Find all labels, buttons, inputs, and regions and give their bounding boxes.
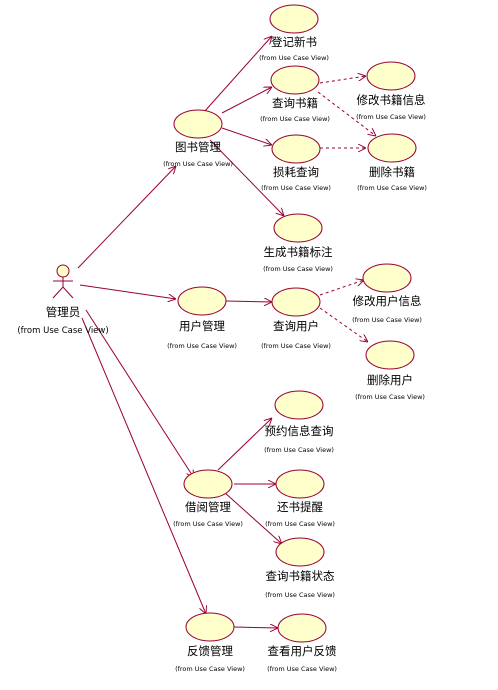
usecase-source: (from Use Case View) (175, 665, 245, 673)
usecase-source: (from Use Case View) (357, 184, 427, 192)
usecase-source: (from Use Case View) (261, 184, 331, 192)
usecase-ellipse (275, 537, 325, 567)
usecase-label: 预约信息查询 (265, 424, 334, 438)
assoc-borrow-status (223, 491, 282, 544)
usecase-feedback-mgmt[interactable]: 反馈管理 (from Use Case View) (175, 612, 245, 673)
usecase-source: (from Use Case View) (260, 115, 330, 123)
usecase-source: (from Use Case View) (259, 54, 329, 62)
usecase-modify-book[interactable]: 修改书籍信息 (from Use Case View) (356, 61, 426, 121)
usecase-source: (from Use Case View) (265, 591, 335, 599)
usecase-label: 修改书籍信息 (357, 93, 426, 107)
usecase-gen-label[interactable]: 生成书籍标注 (from Use Case View) (263, 213, 333, 273)
usecase-source: (from Use Case View) (163, 160, 233, 168)
actor-name: 管理员 (46, 305, 81, 319)
usecase-view-feedback[interactable]: 查看用户反馈 (from Use Case View) (267, 613, 337, 673)
usecase-label: 借阅管理 (185, 500, 231, 514)
assoc-feedback-view (233, 627, 278, 628)
actor-source: (from Use Case View) (17, 326, 108, 336)
usecase-register-book[interactable]: 登记新书 (from Use Case View) (259, 4, 329, 62)
actor-admin[interactable]: 管理员 (from Use Case View) (17, 264, 109, 336)
usecase-source: (from Use Case View) (261, 342, 331, 350)
usecase-ellipse (271, 134, 321, 164)
usecase-ellipse (362, 263, 412, 293)
assoc-actor-book-mgmt (77, 166, 176, 269)
usecase-ellipse (177, 286, 227, 316)
usecase-label: 查询书籍状态 (266, 569, 335, 583)
connectors (77, 36, 376, 628)
usecase-label: 修改用户信息 (353, 294, 422, 308)
assoc-book-query (221, 87, 272, 114)
usecase-source: (from Use Case View) (356, 113, 426, 121)
usecase-source: (from Use Case View) (167, 342, 237, 350)
usecase-source: (from Use Case View) (267, 665, 337, 673)
usecase-source: (from Use Case View) (352, 316, 422, 324)
usecase-return-remind[interactable]: 还书提醒 (from Use Case View) (265, 469, 335, 528)
usecase-ellipse (273, 213, 323, 243)
stick-figure-icon (52, 264, 74, 299)
usecase-label: 损耗查询 (273, 165, 319, 179)
usecase-book-status[interactable]: 查询书籍状态 (from Use Case View) (265, 537, 335, 599)
usecase-label: 查询用户 (273, 319, 319, 333)
assoc-actor-borrow-mgmt (85, 309, 194, 478)
dep-query-delete (317, 91, 376, 136)
usecase-query-user[interactable]: 查询用户 (from Use Case View) (261, 287, 331, 350)
usecase-borrow-mgmt[interactable]: 借阅管理 (from Use Case View) (173, 469, 243, 528)
usecase-source: (from Use Case View) (265, 520, 335, 528)
usecase-label: 生成书籍标注 (264, 245, 333, 259)
assoc-book-label (209, 139, 284, 216)
usecase-source: (from Use Case View) (264, 446, 334, 454)
usecase-book-mgmt[interactable]: 图书管理 (from Use Case View) (163, 109, 233, 168)
assoc-actor-feedback-mgmt (81, 317, 206, 614)
usecase-reserve-query[interactable]: 预约信息查询 (from Use Case View) (264, 390, 334, 454)
usecase-label: 删除用户 (367, 373, 413, 387)
usecase-ellipse (270, 65, 320, 95)
usecase-ellipse (269, 4, 319, 34)
assoc-user-query (225, 301, 272, 302)
usecase-query-book[interactable]: 查询书籍 (from Use Case View) (260, 65, 330, 123)
usecase-label: 用户管理 (179, 319, 225, 333)
usecase-label: 还书提醒 (277, 500, 323, 514)
usecase-ellipse (185, 612, 235, 642)
usecase-label: 删除书籍 (369, 165, 415, 179)
usecase-delete-book[interactable]: 删除书籍 (from Use Case View) (357, 133, 427, 192)
usecase-user-mgmt[interactable]: 用户管理 (from Use Case View) (167, 286, 237, 350)
usecase-ellipse (173, 109, 223, 139)
usecase-ellipse (183, 469, 233, 499)
dep-user-delete (319, 307, 368, 342)
usecase-label: 查询书籍 (272, 96, 318, 110)
usecase-ellipse (275, 469, 325, 499)
assoc-actor-user-mgmt (79, 284, 176, 299)
usecase-ellipse (367, 133, 417, 163)
assoc-borrow-reserve (217, 418, 272, 471)
usecase-loss-query[interactable]: 损耗查询 (from Use Case View) (261, 134, 331, 192)
assoc-book-register (203, 36, 272, 113)
usecase-ellipse (271, 287, 321, 317)
usecase-source: (from Use Case View) (263, 265, 333, 273)
assoc-book-loss (221, 127, 272, 145)
dep-user-modify (319, 280, 364, 296)
usecase-label: 图书管理 (175, 140, 221, 154)
usecase-ellipse (274, 390, 324, 420)
usecase-label: 反馈管理 (187, 644, 233, 658)
usecase-modify-user[interactable]: 修改用户信息 (from Use Case View) (352, 263, 422, 324)
usecase-source: (from Use Case View) (173, 520, 243, 528)
usecase-label: 查看用户反馈 (268, 644, 337, 658)
usecase-ellipse (366, 61, 416, 91)
usecase-ellipse (365, 340, 415, 370)
usecase-label: 登记新书 (271, 35, 317, 49)
usecase-delete-user[interactable]: 删除用户 (from Use Case View) (355, 340, 425, 401)
usecase-source: (from Use Case View) (355, 393, 425, 401)
usecase-ellipse (277, 613, 327, 643)
dep-query-modify (319, 76, 366, 84)
